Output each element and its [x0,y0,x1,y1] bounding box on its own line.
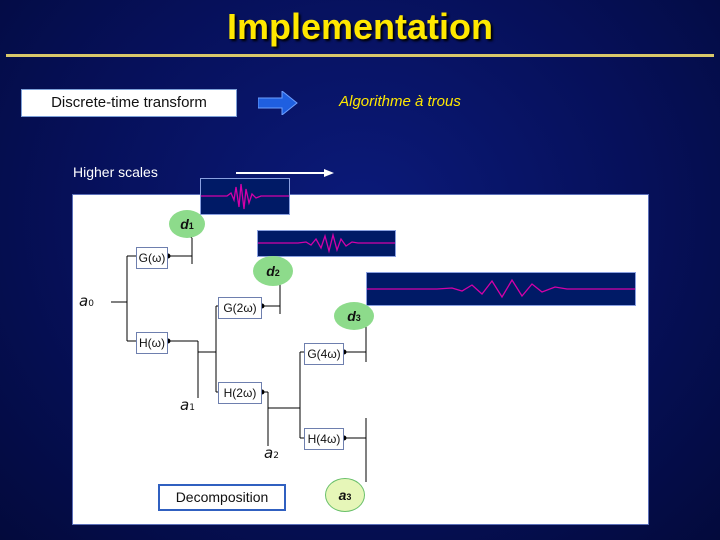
detail-d1: d1 [169,210,205,238]
wavelet-scale-3 [366,272,636,306]
slide-title: Implementation [226,6,494,47]
filter-h4: H(4ω) [304,428,344,450]
detail-d3: d3 [334,302,374,330]
filter-g2: G(2ω) [218,297,262,319]
discrete-time-transform-box: Discrete-time transform [21,89,237,117]
higher-scales-label: Higher scales [73,164,158,180]
filter-g4: G(4ω) [304,343,344,365]
approx-a3: a3 [325,478,365,512]
filter-h1: H(ω) [136,332,168,354]
wavelet-scale-2 [257,230,396,257]
detail-d2: d2 [253,256,293,286]
higher-scales-arrow-icon [236,169,334,177]
approx-a2: a2 [264,444,279,462]
decomposition-label: Decomposition [158,484,286,511]
approx-a1: a1 [180,396,195,414]
right-arrow-icon [258,91,298,115]
input-a0: a0 [79,292,94,310]
wavelet-scale-1 [200,178,290,215]
algorithme-a-trous-label: Algorithme à trous [339,93,461,110]
title-divider [6,54,714,57]
filter-h2: H(2ω) [218,382,262,404]
filter-g1: G(ω) [136,247,168,269]
